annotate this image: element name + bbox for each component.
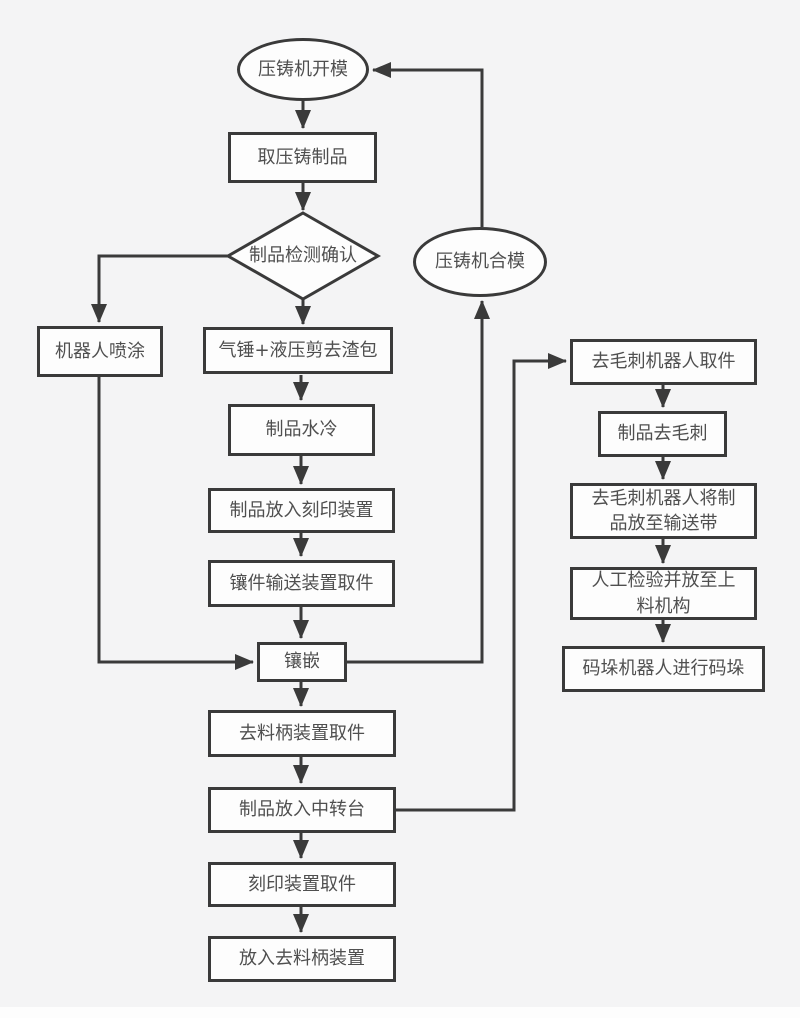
edge-transfer-to-deburrpick bbox=[396, 353, 567, 812]
node-inspect-label: 制品检测确认 bbox=[249, 245, 357, 267]
node-water-cool: 制品水冷 bbox=[228, 404, 375, 456]
node-deburr: 制品去毛刺 bbox=[598, 411, 727, 457]
node-inspect-shape bbox=[224, 211, 382, 301]
edge-inspect-to-spray bbox=[91, 254, 228, 323]
node-desprue-pick: 去料柄装置取件 bbox=[208, 710, 396, 757]
node-manual-check: 人工检验并放至上料机构 bbox=[570, 567, 757, 620]
node-insert-pick: 镶件输送装置取件 bbox=[208, 560, 395, 607]
node-marking-pick: 刻印装置取件 bbox=[208, 862, 396, 907]
node-deburr-pick: 去毛刺机器人取件 bbox=[570, 339, 757, 385]
node-take-product: 取压铸制品 bbox=[228, 132, 377, 183]
node-hammer-shear: 气锤+液压剪去渣包 bbox=[203, 327, 393, 374]
edge-spray-to-inlay bbox=[97, 377, 254, 670]
node-palletize: 码垛机器人进行码垛 bbox=[562, 646, 765, 692]
edge-inlay-to-close bbox=[347, 300, 490, 664]
node-place-marking: 制品放入刻印装置 bbox=[208, 488, 395, 533]
node-close-mold: 压铸机合模 bbox=[413, 227, 547, 297]
node-open-mold: 压铸机开模 bbox=[237, 38, 369, 101]
node-place-desprue: 放入去料柄装置 bbox=[208, 936, 396, 982]
bottom-white-strip bbox=[0, 1007, 800, 1018]
edge-close-to-open bbox=[372, 62, 484, 227]
node-deburr-conveyor: 去毛刺机器人将制品放至输送带 bbox=[570, 483, 757, 539]
node-inlay: 镶嵌 bbox=[257, 642, 347, 682]
node-robot-spray: 机器人喷涂 bbox=[37, 326, 163, 377]
node-transfer-table: 制品放入中转台 bbox=[208, 787, 396, 833]
